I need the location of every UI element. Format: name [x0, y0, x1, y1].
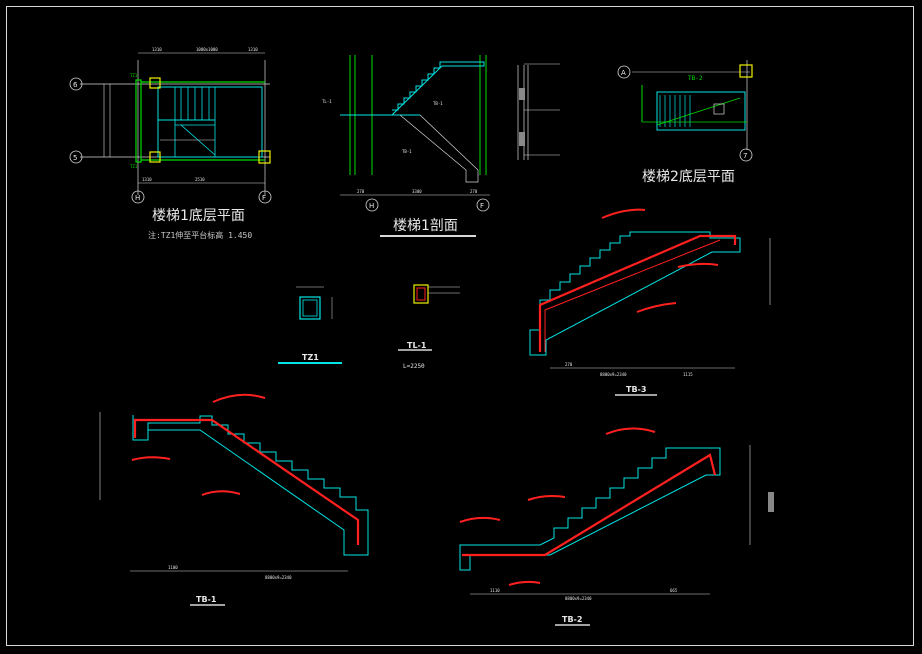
tz1-detail: TZ1: [278, 286, 342, 364]
svg-text:TB-1: TB-1: [433, 101, 443, 106]
stair1-ground-plan: 1310 1000x1000 1310 TZ1 TZ1 1310 2510: [69, 47, 272, 240]
tb2-label: TB-2: [562, 615, 582, 624]
tb2-slab: 1110 8800x9=2340 665 TB-2: [459, 427, 774, 626]
svg-text:8800x9=2340: 8800x9=2340: [600, 372, 627, 377]
svg-text:F: F: [480, 202, 484, 210]
svg-text:A: A: [621, 69, 626, 77]
svg-text:3300: 3300: [412, 189, 422, 194]
plan2-title: 楼梯2底层平面: [642, 169, 735, 185]
svg-text:1310: 1310: [152, 47, 162, 52]
svg-text:1310: 1310: [142, 177, 152, 182]
tb1-label: TB-1: [196, 595, 217, 604]
tl1-label: TL-1: [407, 341, 427, 350]
svg-text:270: 270: [565, 362, 573, 367]
svg-text:1000x1000: 1000x1000: [196, 47, 218, 52]
stair1-section: 270 3300 270 TL-1 TB-1 TB-1 H F 楼梯1剖面: [322, 55, 490, 237]
tl1-detail: TL-1 L=2250: [398, 284, 460, 370]
svg-text:5: 5: [73, 154, 77, 162]
svg-text:TL-1: TL-1: [322, 99, 332, 104]
svg-text:1100: 1100: [168, 565, 178, 570]
svg-text:8800x9=2340: 8800x9=2340: [265, 575, 292, 580]
svg-text:665: 665: [670, 588, 678, 593]
section1-title: 楼梯1剖面: [393, 218, 458, 234]
tz1-label: TZ1: [302, 353, 319, 362]
plan1-title: 楼梯1底层平面: [152, 208, 245, 224]
svg-text:1115: 1115: [683, 372, 693, 377]
svg-text:TZ1: TZ1: [130, 164, 138, 169]
svg-text:TB-1: TB-1: [402, 149, 412, 154]
drawing-border: [6, 6, 914, 646]
tb1-slab: 1100 8800x9=2340 TB-1: [99, 393, 369, 606]
svg-text:1310: 1310: [248, 47, 258, 52]
svg-text:270: 270: [470, 189, 478, 194]
svg-text:7: 7: [743, 152, 747, 160]
svg-text:270: 270: [357, 189, 365, 194]
svg-text:1110: 1110: [490, 588, 500, 593]
svg-text:2510: 2510: [195, 177, 205, 182]
svg-text:F: F: [262, 194, 266, 202]
tb3-slab: 270 8800x9=2340 1115 TB-3: [529, 208, 771, 396]
column-elevation: [517, 63, 560, 160]
svg-text:H: H: [135, 194, 140, 202]
plan1-note: 注:TZ1伸至平台标高 1.450: [148, 230, 252, 240]
svg-text:8800x9=2340: 8800x9=2340: [565, 596, 592, 601]
stair2-ground-plan: TB-2 A 7 楼梯2底层平面: [617, 60, 753, 185]
svg-text:H: H: [369, 202, 374, 210]
svg-text:6: 6: [73, 81, 78, 89]
tl1-sub: L=2250: [403, 363, 425, 370]
svg-text:TB-2: TB-2: [688, 75, 703, 82]
tb3-label: TB-3: [626, 385, 646, 394]
svg-text:TZ1: TZ1: [130, 73, 138, 78]
